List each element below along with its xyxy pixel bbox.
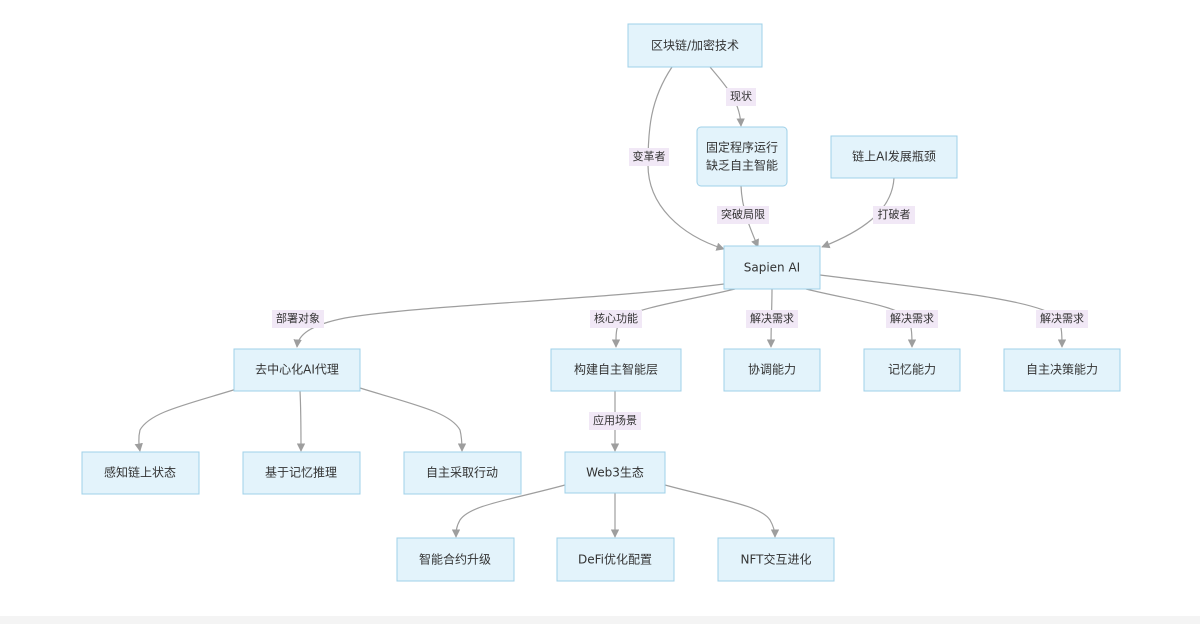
svg-text:DeFi优化配置: DeFi优化配置 [578, 553, 652, 567]
svg-text:自主决策能力: 自主决策能力 [1026, 363, 1098, 377]
edge-label-core: 核心功能 [590, 310, 642, 328]
node-autonomy-layer[interactable]: 构建自主智能层 [550, 348, 682, 392]
footer-strip [0, 616, 1200, 624]
edge-web3-to-nft [664, 484, 780, 538]
svg-text:NFT交互进化: NFT交互进化 [741, 552, 812, 567]
svg-text:变革者: 变革者 [633, 149, 666, 163]
edge-sapien-to-decision [819, 274, 1067, 348]
node-reason[interactable]: 基于记忆推理 [242, 451, 361, 495]
edge-label-need-coordination: 解决需求 [746, 310, 798, 328]
edge-bottleneck-to-sapien [821, 177, 895, 249]
svg-text:基于记忆推理: 基于记忆推理 [265, 466, 337, 480]
svg-text:感知链上状态: 感知链上状态 [104, 465, 176, 480]
edge-sapien-to-agent [293, 283, 725, 348]
svg-text:链上AI发展瓶颈: 链上AI发展瓶颈 [852, 149, 936, 164]
svg-text:突破局限: 突破局限 [721, 207, 765, 221]
node-act[interactable]: 自主采取行动 [403, 451, 522, 495]
node-web3[interactable]: Web3生态 [564, 451, 666, 494]
svg-text:固定程序运行: 固定程序运行 [706, 140, 778, 155]
edge-label-need-decision: 解决需求 [1036, 310, 1088, 328]
svg-text:协调能力: 协调能力 [748, 362, 796, 377]
node-decision[interactable]: 自主决策能力 [1003, 348, 1121, 392]
svg-text:区块链/加密技术: 区块链/加密技术 [651, 38, 739, 53]
svg-text:智能合约升级: 智能合约升级 [419, 552, 491, 567]
edge-web3-to-contract [451, 484, 566, 538]
svg-text:部署对象: 部署对象 [276, 311, 320, 325]
node-blockchain[interactable]: 区块链/加密技术 [627, 23, 763, 68]
edge-label-changer: 变革者 [629, 148, 669, 166]
svg-text:构建自主智能层: 构建自主智能层 [574, 362, 658, 377]
node-perceive[interactable]: 感知链上状态 [81, 451, 200, 495]
node-defi[interactable]: DeFi优化配置 [556, 537, 675, 582]
node-contract[interactable]: 智能合约升级 [396, 537, 515, 582]
node-sapien[interactable]: Sapien AI [723, 245, 821, 290]
node-bottleneck[interactable]: 链上AI发展瓶颈 [830, 135, 958, 179]
svg-text:记忆能力: 记忆能力 [888, 363, 936, 377]
edge-label-breaker: 打破者 [873, 206, 915, 224]
node-agent[interactable]: 去中心化AI代理 [233, 348, 361, 392]
svg-text:Sapien AI: Sapien AI [744, 261, 800, 275]
svg-text:打破者: 打破者 [878, 207, 911, 221]
svg-text:应用场景: 应用场景 [593, 413, 637, 427]
edge-agent-to-act [359, 387, 467, 452]
svg-text:缺乏自主智能: 缺乏自主智能 [706, 158, 778, 173]
svg-text:Web3生态: Web3生态 [586, 466, 644, 480]
edge-label-need-memory: 解决需求 [886, 310, 938, 328]
svg-text:解决需求: 解决需求 [750, 311, 794, 325]
node-memory[interactable]: 记忆能力 [863, 348, 961, 392]
edge-agent-to-perceive [134, 387, 241, 452]
node-status-quo[interactable]: 固定程序运行 缺乏自主智能 [696, 126, 788, 187]
edge-label-breakthrough: 突破局限 [717, 206, 769, 224]
svg-text:自主采取行动: 自主采取行动 [426, 466, 498, 480]
edge-label-scenario: 应用场景 [589, 412, 641, 430]
node-coordination[interactable]: 协调能力 [723, 348, 821, 392]
svg-text:核心功能: 核心功能 [594, 311, 638, 325]
edge-agent-to-reason [296, 390, 306, 452]
svg-text:现状: 现状 [730, 89, 752, 103]
edge-label-status: 现状 [726, 88, 756, 106]
node-nft[interactable]: NFT交互进化 [717, 537, 835, 582]
svg-text:解决需求: 解决需求 [1040, 311, 1084, 325]
svg-text:解决需求: 解决需求 [890, 311, 934, 325]
svg-text:去中心化AI代理: 去中心化AI代理 [255, 362, 339, 377]
edge-label-deploy: 部署对象 [272, 310, 324, 328]
